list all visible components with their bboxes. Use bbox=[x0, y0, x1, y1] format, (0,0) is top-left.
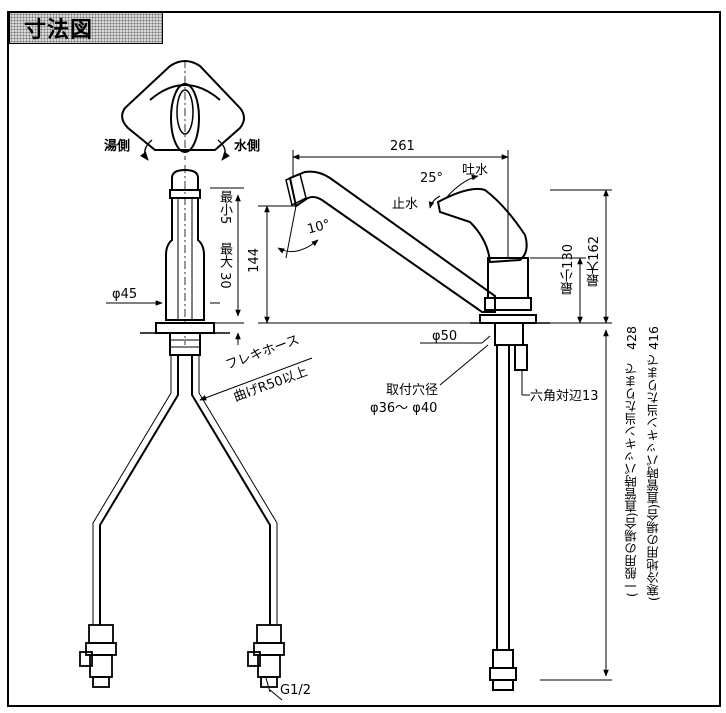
mount-range-label: φ36～ φ40 bbox=[370, 401, 438, 416]
general-case-label: (一般用の場合)直管時パッキン当たりまで 428 bbox=[624, 326, 639, 598]
height-144-label: 144 bbox=[247, 248, 262, 273]
front-view-dims bbox=[106, 187, 244, 345]
g12-label: G1/2 bbox=[280, 683, 311, 698]
handle-top-view bbox=[121, 60, 245, 161]
min130-label: 最小130 bbox=[561, 244, 576, 295]
dia45-label: φ45 bbox=[112, 287, 138, 302]
max162-label: 最大162 bbox=[587, 236, 602, 287]
page-title: 寸法図 bbox=[24, 18, 94, 43]
title-box: 寸法図 bbox=[9, 12, 163, 44]
side-view-dims bbox=[258, 150, 612, 681]
g12-leader bbox=[265, 677, 271, 693]
stop-water-label: 止水 bbox=[392, 197, 419, 212]
cold-region-case-label: (寒冷地用の場合)直管時パッキン当たりまで 416 bbox=[646, 326, 661, 602]
width-261-label: 261 bbox=[390, 139, 415, 154]
min5-label: 最小5 bbox=[217, 190, 232, 225]
max30-label: 最大 30 bbox=[217, 242, 232, 289]
flex-hoses bbox=[92, 355, 313, 625]
hex13-label: 六角対辺13 bbox=[530, 389, 599, 404]
mount-hole-label: 取付穴径 bbox=[386, 383, 439, 398]
side-view bbox=[285, 170, 550, 691]
front-view bbox=[140, 165, 230, 356]
cold-side-label: 水側 bbox=[234, 139, 261, 154]
outer-border bbox=[7, 11, 721, 707]
dia50-label: φ50 bbox=[432, 329, 458, 344]
hot-side-label: 湯側 bbox=[104, 139, 131, 154]
hose-fitting-left bbox=[79, 624, 117, 688]
angle-25-label: 25° bbox=[420, 171, 444, 186]
hose-fitting-right bbox=[247, 624, 285, 701]
spout-water-label: 吐水 bbox=[462, 163, 489, 178]
